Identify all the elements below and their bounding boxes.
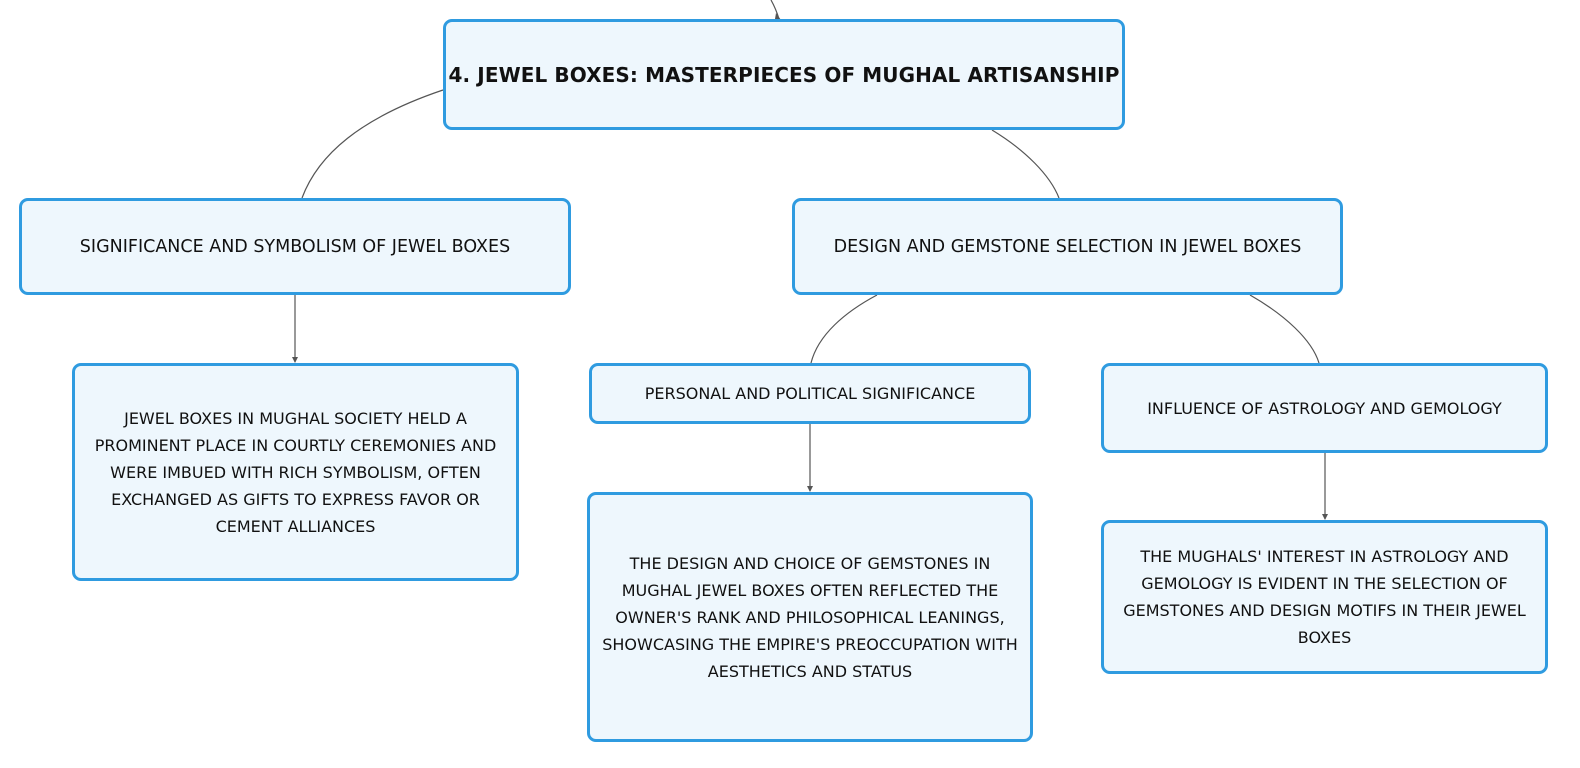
connector-design-to-personal bbox=[810, 294, 878, 364]
arrowhead bbox=[1322, 514, 1328, 520]
topic-text-significance-desc: JEWEL BOXES IN MUGHAL SOCIETY HELD A PRO… bbox=[94, 408, 497, 536]
connector-root-to-design bbox=[991, 129, 1060, 199]
topic-text-personal: PERSONAL AND POLITICAL SIGNIFICANCE bbox=[644, 384, 976, 403]
topic-text-design: DESIGN AND GEMSTONE SELECTION IN JEWEL B… bbox=[833, 236, 1302, 257]
topic-node-significance[interactable]: SIGNIFICANCE AND SYMBOLISM OF JEWEL BOXE… bbox=[19, 198, 571, 295]
topic-node-design[interactable]: DESIGN AND GEMSTONE SELECTION IN JEWEL B… bbox=[792, 198, 1343, 295]
topic-text-astrology: INFLUENCE OF ASTROLOGY AND GEMOLOGY bbox=[1147, 398, 1502, 418]
topic-text-significance: SIGNIFICANCE AND SYMBOLISM OF JEWEL BOXE… bbox=[79, 236, 511, 257]
topic-node-personal-desc[interactable]: THE DESIGN AND CHOICE OF GEMSTONES IN MU… bbox=[587, 492, 1033, 742]
root-topic-node[interactable]: 4. JEWEL BOXES: MASTERPIECES OF MUGHAL A… bbox=[443, 19, 1125, 130]
arrowhead bbox=[775, 13, 781, 20]
arrowhead bbox=[807, 486, 813, 492]
topic-node-astrology-desc[interactable]: THE MUGHALS' INTEREST IN ASTROLOGY AND G… bbox=[1101, 520, 1548, 674]
arrowhead bbox=[292, 357, 298, 363]
connector-design-to-astrology bbox=[1249, 294, 1320, 364]
topic-text-personal-desc: THE DESIGN AND CHOICE OF GEMSTONES IN MU… bbox=[602, 553, 1018, 681]
connector-root-to-significance bbox=[301, 89, 444, 199]
topic-text-astrology-desc: THE MUGHALS' INTEREST IN ASTROLOGY AND G… bbox=[1123, 547, 1526, 647]
topic-node-astrology[interactable]: INFLUENCE OF ASTROLOGY AND GEMOLOGY bbox=[1101, 363, 1548, 453]
topic-node-personal[interactable]: PERSONAL AND POLITICAL SIGNIFICANCE bbox=[589, 363, 1031, 424]
topic-node-significance-desc[interactable]: JEWEL BOXES IN MUGHAL SOCIETY HELD A PRO… bbox=[72, 363, 519, 581]
root-topic-text: 4. JEWEL BOXES: MASTERPIECES OF MUGHAL A… bbox=[448, 62, 1120, 87]
